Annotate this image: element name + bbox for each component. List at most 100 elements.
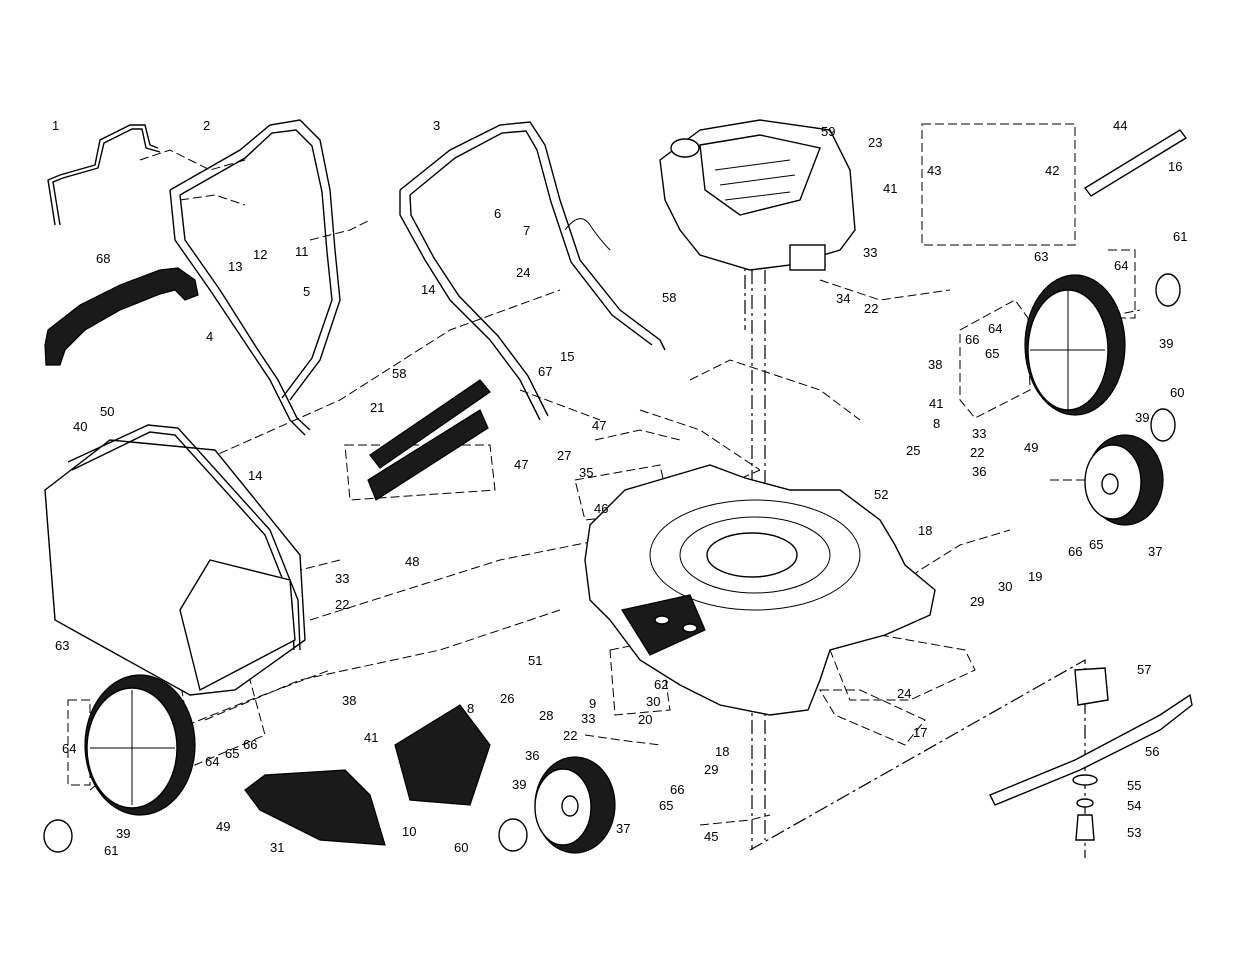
callout-label: 49	[216, 819, 230, 834]
callout-label: 44	[1113, 118, 1127, 133]
callout-label: 16	[1168, 159, 1182, 174]
callout-label: 22	[864, 301, 878, 316]
mower-deck	[585, 465, 935, 715]
callout-label: 33	[581, 711, 595, 726]
callout-label: 68	[96, 251, 110, 266]
callout-label: 23	[868, 135, 882, 150]
callout-label: 28	[539, 708, 553, 723]
callout-label: 39	[1135, 410, 1149, 425]
callout-label: 41	[929, 396, 943, 411]
callout-label: 65	[1089, 537, 1103, 552]
callout-label: 47	[592, 418, 606, 433]
callout-label: 62	[654, 677, 668, 692]
callout-label: 24	[516, 265, 530, 280]
callout-label: 20	[638, 712, 652, 727]
callout-label: 27	[557, 448, 571, 463]
callout-label: 19	[1028, 569, 1042, 584]
callout-label: 9	[589, 696, 596, 711]
callout-label: 39	[512, 777, 526, 792]
callout-label: 33	[972, 426, 986, 441]
callout-label: 60	[1170, 385, 1184, 400]
callout-label: 56	[1145, 744, 1159, 759]
callout-label: 55	[1127, 778, 1141, 793]
callout-label: 66	[670, 782, 684, 797]
callout-label: 57	[1137, 662, 1151, 677]
callout-label: 60	[454, 840, 468, 855]
callout-label: 58	[392, 366, 406, 381]
callout-label: 65	[985, 346, 999, 361]
callout-label: 41	[364, 730, 378, 745]
callout-label: 36	[972, 464, 986, 479]
callout-label: 1	[52, 118, 59, 133]
callout-label: 67	[538, 364, 552, 379]
callout-label: 18	[918, 523, 932, 538]
callout-label: 53	[1127, 825, 1141, 840]
callout-label: 39	[116, 826, 130, 841]
callout-label: 66	[243, 737, 257, 752]
callout-label: 14	[421, 282, 435, 297]
callout-label: 4	[206, 329, 213, 344]
chute-parts	[245, 705, 490, 845]
callout-label: 17	[913, 725, 927, 740]
callout-label: 58	[662, 290, 676, 305]
callout-label: 34	[836, 291, 850, 306]
callout-label: 13	[228, 259, 242, 274]
callout-label: 66	[1068, 544, 1082, 559]
callout-label: 38	[342, 693, 356, 708]
callout-label: 59	[821, 124, 835, 139]
callout-label: 45	[704, 829, 718, 844]
callout-label: 5	[303, 284, 310, 299]
engine	[660, 120, 855, 270]
callout-label: 22	[970, 445, 984, 460]
callout-label: 33	[863, 245, 877, 260]
callout-label: 33	[335, 571, 349, 586]
callout-label: 61	[104, 843, 118, 858]
callout-label: 37	[1148, 544, 1162, 559]
callout-label: 52	[874, 487, 888, 502]
callout-label: 10	[402, 824, 416, 839]
callout-label: 29	[704, 762, 718, 777]
callout-label: 26	[500, 691, 514, 706]
callout-label: 40	[73, 419, 87, 434]
callout-label: 64	[205, 754, 219, 769]
callout-label: 14	[248, 468, 262, 483]
callout-label: 61	[1173, 229, 1187, 244]
callout-label: 41	[883, 181, 897, 196]
callout-label: 64	[62, 741, 76, 756]
callout-label: 47	[514, 457, 528, 472]
callout-label: 12	[253, 247, 267, 262]
callout-label: 43	[927, 163, 941, 178]
callout-label: 6	[494, 206, 501, 221]
callout-label: 63	[55, 638, 69, 653]
callout-label: 37	[616, 821, 630, 836]
callout-label: 46	[594, 501, 608, 516]
callout-label: 18	[715, 744, 729, 759]
callout-label: 25	[906, 443, 920, 458]
callout-label: 8	[933, 416, 940, 431]
callout-label: 50	[100, 404, 114, 419]
callout-label: 65	[659, 798, 673, 813]
callout-label: 39	[1159, 336, 1173, 351]
callout-label: 29	[970, 594, 984, 609]
callout-label: 30	[646, 694, 660, 709]
callout-label: 64	[988, 321, 1002, 336]
callout-label: 51	[528, 653, 542, 668]
callout-label: 63	[1034, 249, 1048, 264]
callout-label: 49	[1024, 440, 1038, 455]
callout-label: 21	[370, 400, 384, 415]
callout-label: 42	[1045, 163, 1059, 178]
callout-label: 48	[405, 554, 419, 569]
callout-label: 2	[203, 118, 210, 133]
callout-label: 22	[563, 728, 577, 743]
blade-assembly	[990, 668, 1192, 840]
callout-label: 24	[897, 686, 911, 701]
callout-label: 7	[523, 223, 530, 238]
callout-label: 38	[928, 357, 942, 372]
callout-label: 54	[1127, 798, 1141, 813]
callout-label: 36	[525, 748, 539, 763]
callout-label: 30	[998, 579, 1012, 594]
callout-label: 8	[467, 701, 474, 716]
callout-label: 11	[295, 244, 309, 259]
callout-label: 65	[225, 746, 239, 761]
